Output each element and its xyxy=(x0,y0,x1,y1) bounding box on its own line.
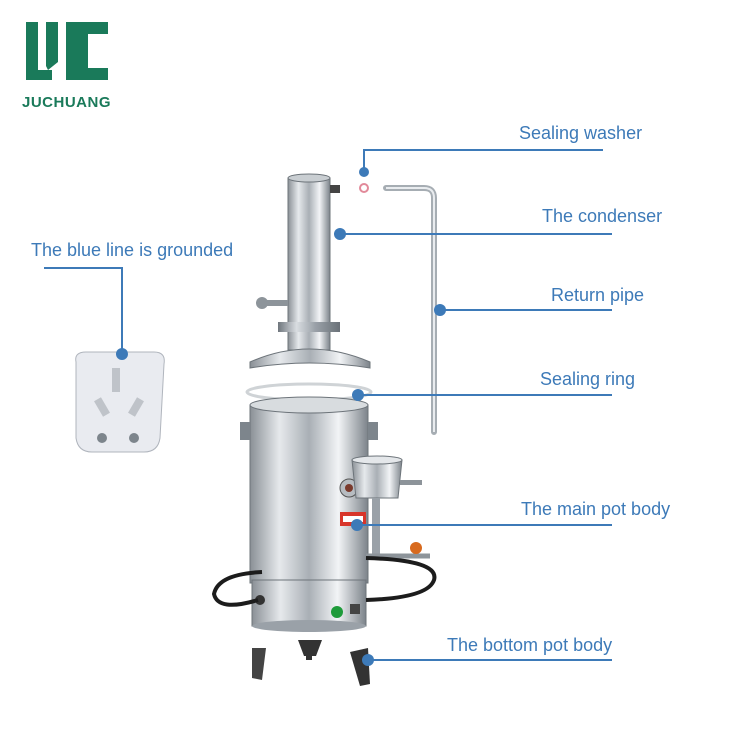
callout-dots xyxy=(116,167,446,666)
return-pipe-label: Return pipe xyxy=(551,285,645,305)
sealing-washer-label: Sealing washer xyxy=(519,123,643,143)
condenser-part xyxy=(249,173,371,369)
bottom-pot-label: The bottom pot body xyxy=(447,635,613,655)
grounded-label: The blue line is grounded xyxy=(31,240,234,260)
main-pot-part xyxy=(240,396,430,584)
main-pot-label: The main pot body xyxy=(521,499,671,519)
return-pipe-part xyxy=(383,185,437,435)
condenser-label: The condenser xyxy=(542,206,663,226)
power-plug xyxy=(75,351,165,453)
brand-name: JUCHUANG xyxy=(22,94,112,111)
bottom-pot-part xyxy=(251,579,367,632)
callout-lines xyxy=(44,149,612,661)
power-cable xyxy=(211,556,437,607)
pot-feet xyxy=(252,640,370,686)
sealing-ring-label: Sealing ring xyxy=(540,369,636,389)
juchuang-logo xyxy=(26,22,108,80)
sealing-washer-part xyxy=(359,183,369,193)
